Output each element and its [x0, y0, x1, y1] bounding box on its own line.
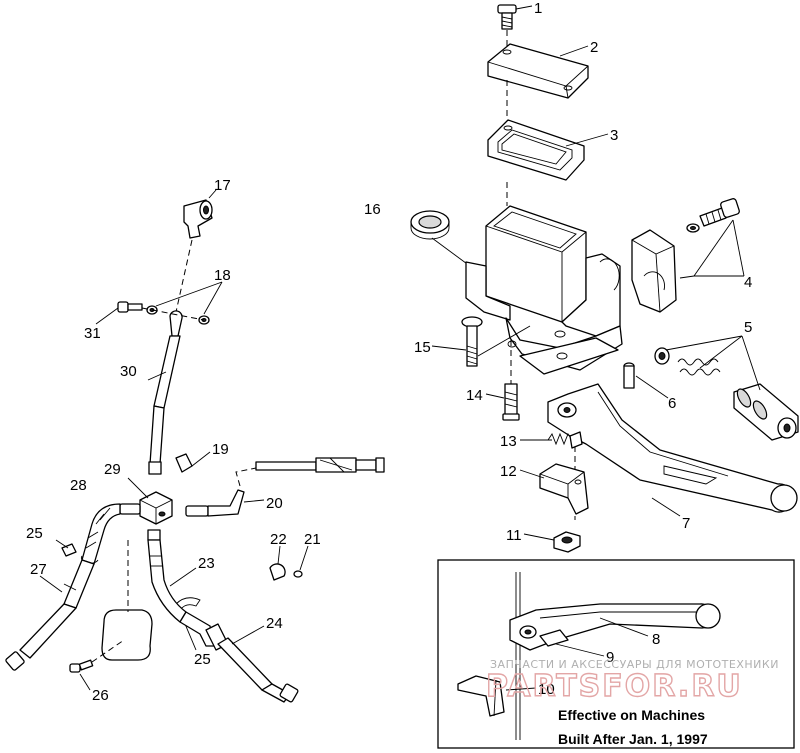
part-19-fitting: [175, 451, 211, 473]
label-14: 14: [466, 387, 483, 404]
label-3: 3: [610, 127, 618, 144]
label-25-left: 25: [26, 525, 43, 542]
part-12-bracket: [539, 463, 589, 515]
part-6-pin: [623, 362, 635, 389]
part-29-junction-block: [127, 477, 173, 525]
part-27-hose: [5, 559, 95, 671]
watermark-tagline: ЗАПЧАСТИ И АКСЕССУАРЫ ДЛЯ МОТОТЕХНИКИ: [490, 658, 779, 671]
part-7-brake-lever: [547, 383, 798, 520]
part-1-screw: [497, 4, 517, 46]
part-24-hose: [179, 611, 299, 703]
part-15-screw: [461, 316, 531, 367]
label-29: 29: [104, 461, 121, 478]
label-23: 23: [198, 555, 215, 572]
label-27: 27: [30, 561, 47, 578]
label-30: 30: [120, 363, 137, 380]
label-26: 26: [92, 687, 109, 704]
callout-leaders: [431, 5, 681, 541]
label-28: 28: [70, 477, 87, 494]
part-28-hose: [81, 503, 141, 565]
part-2-reservoir-cover: [487, 43, 589, 118]
label-10: 10: [538, 681, 555, 698]
part-3-diaphragm: [487, 119, 585, 206]
label-15: 15: [414, 339, 431, 356]
label-19: 19: [212, 441, 229, 458]
part-11-nut: [553, 531, 581, 553]
label-16: 16: [364, 201, 381, 218]
part-number-labels: 1 2 3 4 5 6 7 8 9 10 11 12 13 14 15 16 1…: [26, 0, 752, 704]
master-cylinder-body: [465, 205, 623, 375]
label-25-bottom: 25: [194, 651, 211, 668]
label-9: 9: [606, 649, 614, 666]
label-2: 2: [590, 39, 598, 56]
label-20: 20: [266, 495, 283, 512]
inset-note-line2: Built After Jan. 1, 1997: [558, 731, 708, 747]
part-18-washers-banjo: [95, 281, 223, 337]
label-17: 17: [214, 177, 231, 194]
label-4: 4: [744, 274, 752, 291]
part-5-piston-kit: [654, 335, 799, 441]
label-8: 8: [652, 631, 660, 648]
label-13: 13: [500, 433, 517, 450]
label-21: 21: [304, 531, 321, 548]
part-20-brake-line: [185, 457, 385, 517]
part-13-spring: [547, 431, 583, 449]
part-30-hose: [147, 335, 181, 475]
label-7: 7: [682, 515, 690, 532]
inset-note-line1: Effective on Machines: [558, 707, 705, 723]
label-5: 5: [744, 319, 752, 336]
label-11: 11: [506, 527, 522, 544]
inset-later-lever: [437, 559, 795, 749]
part-26-mounting-pad: [69, 540, 153, 691]
watermark-logo: PARTSFOR.RU: [486, 669, 743, 704]
label-12: 12: [500, 463, 517, 480]
part-23-hose: [147, 529, 197, 623]
part-4-clamp: [631, 198, 745, 313]
label-24: 24: [266, 615, 283, 632]
label-6: 6: [668, 395, 676, 412]
part-17-tee-fitting: [175, 189, 217, 313]
label-22: 22: [270, 531, 287, 548]
part-16-seal-ring: [410, 210, 479, 273]
label-31: 31: [84, 325, 101, 342]
label-18: 18: [214, 267, 231, 284]
part-21-22-clip: [269, 545, 309, 581]
part-14-bolt: [502, 340, 520, 421]
label-1: 1: [534, 0, 542, 17]
